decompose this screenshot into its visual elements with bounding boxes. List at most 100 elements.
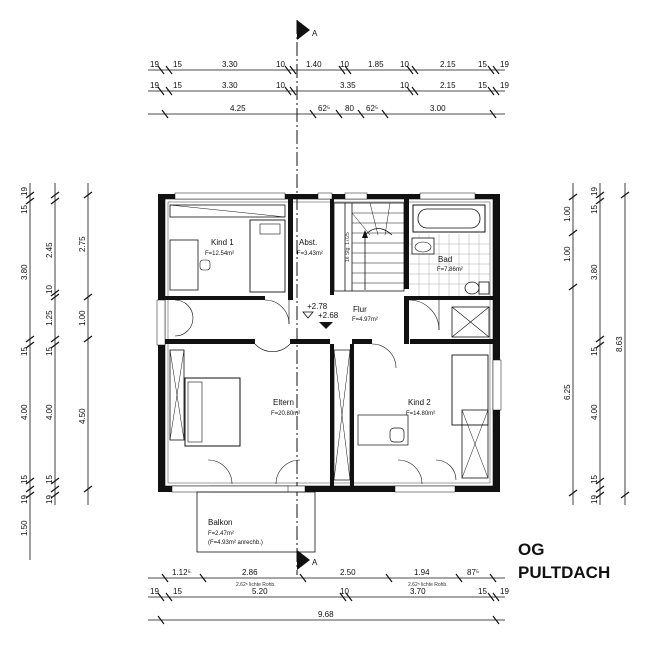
balcony: Balkon F=2.47m² (F=4.93m² anrechb.) xyxy=(196,491,316,553)
bottom-dimensions: 1.12⁵ 2.86 2.50 1.94 87⁵ 2.62⁵ lichte Ro… xyxy=(148,568,509,625)
section-line-a: A A xyxy=(296,20,318,575)
dim-right-mid-a: 1.00 xyxy=(563,206,572,222)
bad-area: F=7.86m² xyxy=(437,267,463,273)
dim-bottom-2-f: 15 xyxy=(478,587,487,596)
room-labels: Kind 1 F=12.54m² Abst. F=3.43m² Bad F=7.… xyxy=(205,238,463,417)
dim-top-2-h: 15 xyxy=(478,81,487,90)
bathroom-fixtures xyxy=(409,204,490,338)
dim-top-2-b: 15 xyxy=(173,81,182,90)
dim-left-mid-a: 2.45 xyxy=(45,242,54,258)
dim-bottom-2-e: 3.70 xyxy=(410,587,426,596)
balkon-area-note: (F=4.93m² anrechb.) xyxy=(208,540,263,546)
interior-walls xyxy=(165,199,493,486)
dim-top-2-d: 10 xyxy=(276,81,285,90)
dim-right-mid-c: 1.00 xyxy=(563,246,572,262)
dim-top-2-f: 10 xyxy=(400,81,409,90)
dim-top-2-a: 19 xyxy=(150,81,159,90)
dim-bottom-1-a: 1.12⁵ xyxy=(172,568,191,577)
dim-left-outer-b: 15 xyxy=(20,205,29,214)
dim-left-inner-a: 2.75 xyxy=(78,236,87,252)
dim-bottom-small-b: 2.62⁵ lichte Rohb. xyxy=(408,582,448,588)
drawing-title: OG PULTDACH xyxy=(518,540,610,582)
stair-note: 16 Stg. 17/25 xyxy=(345,232,351,262)
dim-top-2-g: 2.15 xyxy=(440,81,456,90)
toilet xyxy=(478,281,490,295)
dim-top-2-c: 3.30 xyxy=(222,81,238,90)
eltern-area: F=20.80m² xyxy=(271,411,300,417)
dim-left-mid-g: 19 xyxy=(45,495,54,504)
dim-left-mid-b: 10 xyxy=(45,285,54,294)
staircase: 16 Stg. 17/25 xyxy=(333,202,405,292)
dim-right-outer-g: 19 xyxy=(590,495,599,504)
abst-area: F=3.43m² xyxy=(297,251,323,257)
doors xyxy=(174,299,457,485)
dim-left-inner-b: 1.00 xyxy=(78,310,87,326)
section-marker-top: A xyxy=(312,29,318,38)
kind1-area: F=12.54m² xyxy=(205,251,234,257)
flur-area: F=4.97m² xyxy=(352,317,378,323)
dim-bottom-1-e: 87⁵ xyxy=(467,568,479,577)
kind2-area: F=14.80m² xyxy=(406,411,435,417)
dim-right-total: 8.63 xyxy=(615,336,624,352)
dim-right-outer-f: 15 xyxy=(590,475,599,484)
dim-bottom-1-c: 2.50 xyxy=(340,568,356,577)
bad-name: Bad xyxy=(438,255,452,264)
dim-right-outer-a: 19 xyxy=(590,187,599,196)
dim-bottom-small-a: 2.62⁵ lichte Rohb. xyxy=(236,582,276,588)
dim-right-outer-e: 4.00 xyxy=(590,404,599,420)
dim-top-2-e: 3.35 xyxy=(340,81,356,90)
dim-top-1-k: 19 xyxy=(500,60,509,69)
dim-top-1-i: 2.15 xyxy=(440,60,456,69)
dim-left-mid-e: 4.00 xyxy=(45,404,54,420)
dim-bottom-1-d: 1.94 xyxy=(414,568,430,577)
balkon-area: F=2.47m² xyxy=(208,531,234,537)
dim-left-mid-c: 1.25 xyxy=(45,310,54,326)
dim-top-1-d: 10 xyxy=(276,60,285,69)
dim-right-mid-d: 6.25 xyxy=(563,384,572,400)
dim-left-mid-f: 15 xyxy=(45,475,54,484)
dim-top-3-d: 62⁵ xyxy=(366,104,378,113)
dim-right-outer-c: 3.80 xyxy=(590,264,599,280)
dim-top-1-e: 1.40 xyxy=(306,60,322,69)
right-dimensions: 1.00 1.00 6.25 19 15 3.80 15 4.00 15 19 … xyxy=(563,183,630,505)
dim-left-outer-a: 19 xyxy=(20,187,29,196)
dim-top-1-f: 10 xyxy=(340,60,349,69)
dim-top-3-b: 62⁵ xyxy=(318,104,330,113)
dim-left-outer-e: 4.00 xyxy=(20,404,29,420)
title-line2: PULTDACH xyxy=(518,563,610,582)
dim-left-outer-c: 3.80 xyxy=(20,264,29,280)
bed-kind2 xyxy=(451,354,489,426)
flur-name: Flur xyxy=(353,305,367,314)
dim-left-outer-h: 1.50 xyxy=(20,520,29,536)
dim-right-outer-d: 15 xyxy=(590,347,599,356)
kind2-name: Kind 2 xyxy=(408,398,431,407)
shower xyxy=(451,306,490,338)
dim-top-1-a: 19 xyxy=(150,60,159,69)
dim-top-1-c: 3.30 xyxy=(222,60,238,69)
dim-bottom-2-b: 15 xyxy=(173,587,182,596)
dim-top-3-a: 4.25 xyxy=(230,104,246,113)
dim-bottom-2-a: 19 xyxy=(150,587,159,596)
dim-bottom-2-g: 19 xyxy=(500,587,509,596)
dim-left-outer-d: 15 xyxy=(20,347,29,356)
section-marker-bottom: A xyxy=(312,558,318,567)
dim-top-2-i: 19 xyxy=(500,81,509,90)
eltern-name: Eltern xyxy=(273,398,294,407)
dim-bottom-1-b: 2.86 xyxy=(242,568,258,577)
level-markers: +2.78 +2.68 xyxy=(302,302,339,329)
furniture xyxy=(169,204,489,493)
bed-kind1 xyxy=(249,219,286,293)
dim-top-1-g: 1.85 xyxy=(368,60,384,69)
dim-right-outer-b: 15 xyxy=(590,205,599,214)
dim-top-3-e: 3.00 xyxy=(430,104,446,113)
kind1-name: Kind 1 xyxy=(211,238,234,247)
dim-top-1-b: 15 xyxy=(173,60,182,69)
dim-bottom-2-c: 5.20 xyxy=(252,587,268,596)
dim-top-1-j: 15 xyxy=(478,60,487,69)
dim-left-mid-d: 15 xyxy=(45,347,54,356)
title-line1: OG xyxy=(518,540,544,559)
sink xyxy=(411,237,435,255)
dim-left-outer-g: 19 xyxy=(20,495,29,504)
left-dimensions: 19 15 3.80 15 4.00 15 19 1.50 2.45 10 1.… xyxy=(20,183,93,560)
